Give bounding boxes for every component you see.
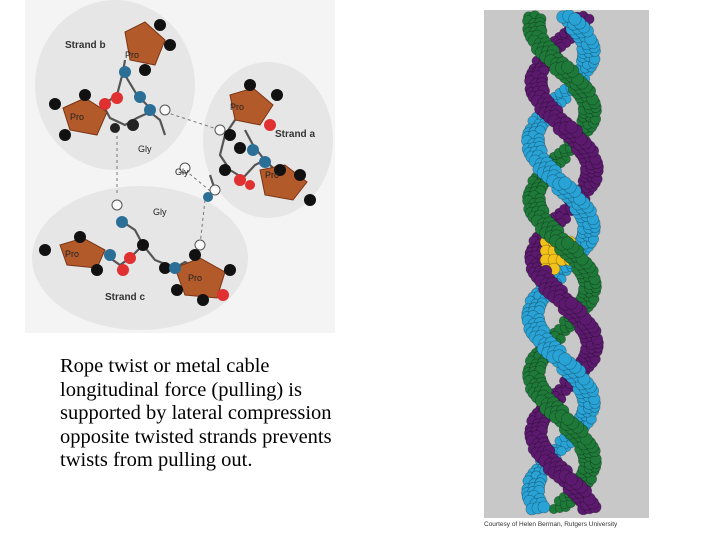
helix-atom	[564, 296, 578, 310]
strand-a-label: Strand a	[275, 129, 315, 140]
pro-label: Pro	[125, 50, 139, 60]
pro-label: Pro	[188, 273, 202, 283]
pro-label: Pro	[70, 112, 84, 122]
strand-b-label: Strand b	[65, 40, 106, 51]
helix-atoms	[521, 10, 604, 516]
caption: Rope twist or metal cable longitudinal f…	[60, 355, 400, 473]
caption-line: opposite twisted strands prevents	[60, 425, 332, 448]
collagen-strand-diagram: Strand b Strand a Strand c Pro Pro Pro P…	[25, 0, 335, 333]
pro-label: Pro	[230, 102, 244, 112]
helix-atom	[561, 412, 575, 426]
helix-atom	[564, 120, 578, 134]
helix-atom	[537, 500, 551, 514]
image-credit: Courtesy of Helen Berman, Rutgers Univer…	[484, 521, 618, 528]
gly-label: Gly	[138, 144, 152, 154]
helix-atom	[561, 60, 575, 74]
helix-atom	[558, 176, 572, 190]
caption-line: Rope twist or metal cable	[60, 355, 270, 377]
helix-atom	[556, 445, 567, 456]
strand-c-label: Strand c	[105, 292, 145, 303]
strand-b-bubble	[35, 0, 195, 170]
atoms	[39, 19, 316, 306]
pro-label: Pro	[265, 170, 279, 180]
helix-atom	[561, 236, 575, 250]
caption-line: twists from pulling out.	[60, 449, 253, 471]
pro-label: Pro	[65, 249, 79, 259]
gly-label: Gly	[153, 207, 167, 217]
proline-ring	[124, 21, 166, 66]
caption-line: supported by lateral compression	[60, 402, 332, 424]
gly-label: Gly	[175, 167, 189, 177]
helix-atom	[568, 12, 582, 26]
helix-atom	[564, 472, 578, 486]
helix-atom	[558, 352, 572, 366]
triple-helix-model	[484, 10, 649, 518]
helix-atom	[584, 13, 595, 25]
caption-line: longitudinal force (pulling) is	[60, 378, 302, 401]
proline-rings	[59, 21, 308, 299]
